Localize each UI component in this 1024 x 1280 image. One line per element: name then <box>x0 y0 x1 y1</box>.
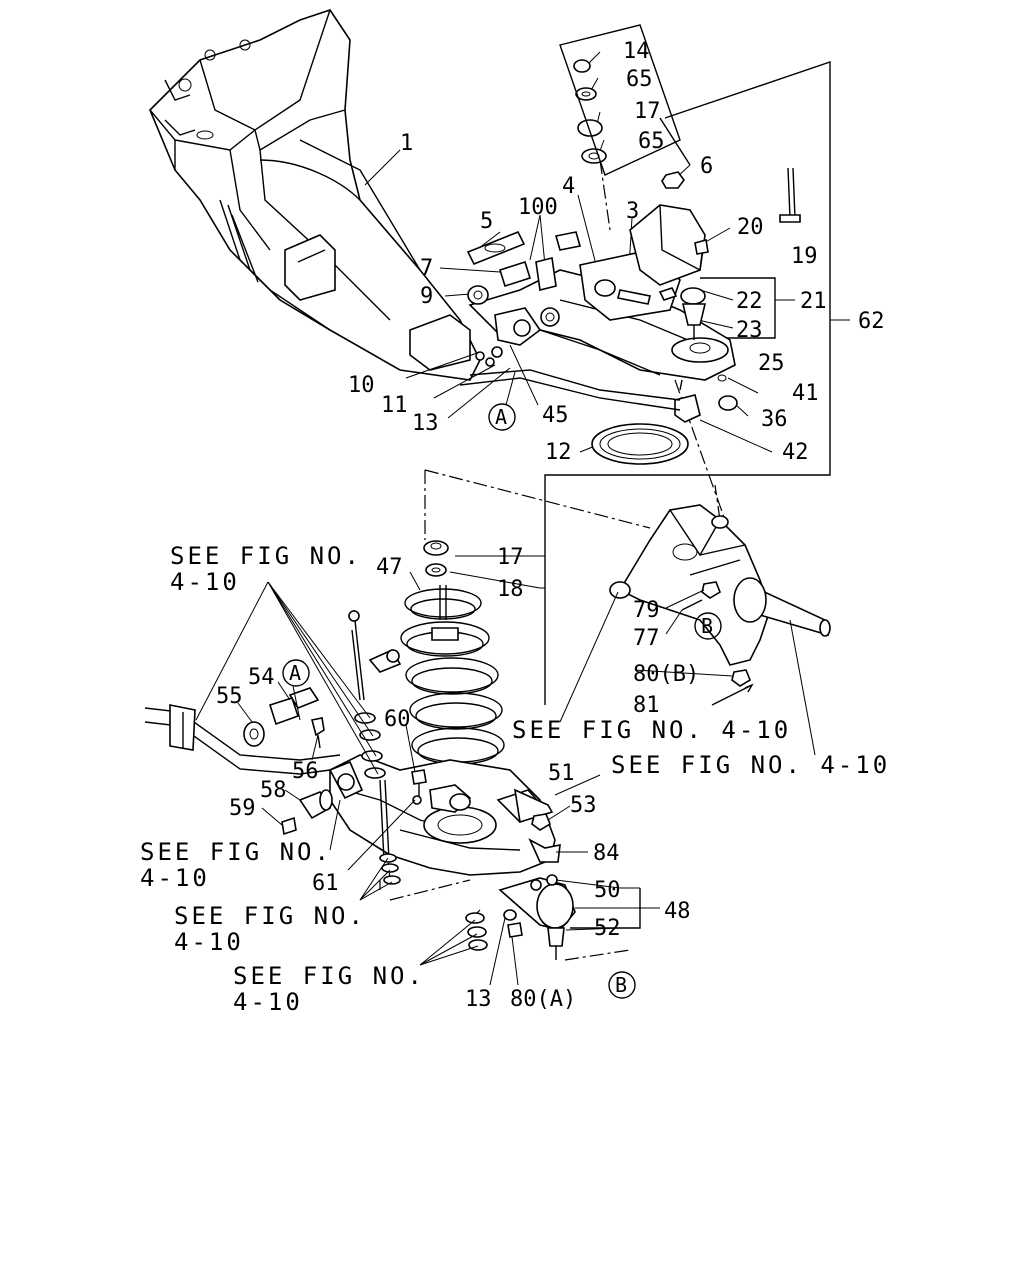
stabilizer-bar <box>144 609 488 951</box>
label-42: 42 <box>782 440 809 465</box>
label-5: 5 <box>480 209 493 234</box>
label-65a: 65 <box>626 67 653 92</box>
ref-circles <box>282 371 722 999</box>
label-6: 6 <box>700 154 713 179</box>
label-58: 58 <box>260 778 287 803</box>
label-4: 4 <box>562 174 575 199</box>
label-13b: 13 <box>465 987 492 1012</box>
label-14: 14 <box>623 39 650 64</box>
label-3: 3 <box>626 199 639 224</box>
label-77: 77 <box>633 626 660 651</box>
coil-spring-shock <box>400 540 505 801</box>
steering-knuckle <box>609 504 831 706</box>
label-17b: 17 <box>497 545 524 570</box>
crossmember-frame <box>149 9 481 381</box>
label-9: 9 <box>420 284 433 309</box>
label-52: 52 <box>594 916 621 941</box>
label-61: 61 <box>312 871 339 896</box>
label-60: 60 <box>384 707 411 732</box>
group-brackets <box>449 61 850 929</box>
label-50: 50 <box>594 878 621 903</box>
label-84: 84 <box>593 841 620 866</box>
label-12: 12 <box>545 440 572 465</box>
label-48: 48 <box>664 899 691 924</box>
label-36: 36 <box>761 407 788 432</box>
label-51: 51 <box>548 761 575 786</box>
label-21: 21 <box>800 289 827 314</box>
label-59: 59 <box>229 796 256 821</box>
label-65b: 65 <box>638 129 665 154</box>
label-100: 100 <box>518 195 558 220</box>
see-fig-note-6b: 4-10 <box>233 988 303 1016</box>
label-47: 47 <box>376 555 403 580</box>
spring-seat <box>591 423 689 465</box>
label-22: 22 <box>736 289 763 314</box>
label-80a: 80(A) <box>510 987 576 1012</box>
label-20: 20 <box>737 215 764 240</box>
label-7: 7 <box>420 256 433 281</box>
ref-a-lower: A <box>289 661 301 685</box>
label-17a: 17 <box>634 99 661 124</box>
label-45: 45 <box>542 403 569 428</box>
label-41: 41 <box>792 381 819 406</box>
ref-b-knuckle: B <box>701 614 713 638</box>
label-54: 54 <box>248 665 275 690</box>
upper-control-arm <box>459 24 801 423</box>
label-55: 55 <box>216 684 243 709</box>
label-1: 1 <box>400 131 413 156</box>
label-11: 11 <box>381 393 408 418</box>
ref-b-lower: B <box>615 973 627 997</box>
label-13a: 13 <box>412 411 439 436</box>
see-fig-note-5a: SEE FIG NO. <box>174 902 366 930</box>
see-fig-note-2: SEE FIG NO. 4-10 <box>512 716 791 744</box>
label-79: 79 <box>633 598 660 623</box>
label-56: 56 <box>292 759 319 784</box>
see-fig-note-6a: SEE FIG NO. <box>233 962 425 990</box>
label-81: 81 <box>633 693 660 718</box>
ref-a-upper: A <box>495 405 507 429</box>
see-fig-note-4b: 4-10 <box>140 864 210 892</box>
label-25: 25 <box>758 351 785 376</box>
label-80b: 80(B) <box>633 662 699 687</box>
see-fig-note-1b: 4-10 <box>170 568 240 596</box>
callout-labels: 1 5 100 4 3 7 9 14 65 17 65 6 20 19 22 2… <box>140 39 890 1016</box>
label-53: 53 <box>570 793 597 818</box>
label-23: 23 <box>736 318 763 343</box>
lower-ball-joint <box>498 874 576 960</box>
lower-control-arm <box>281 754 561 876</box>
label-19: 19 <box>791 244 818 269</box>
label-18: 18 <box>497 577 524 602</box>
label-62: 62 <box>858 309 885 334</box>
see-fig-note-5b: 4-10 <box>174 928 244 956</box>
label-10: 10 <box>348 373 375 398</box>
leader-lines <box>364 51 773 453</box>
see-fig-note-1a: SEE FIG NO. <box>170 542 362 570</box>
see-fig-leaders <box>195 571 816 986</box>
see-fig-note-4a: SEE FIG NO. <box>140 838 332 866</box>
see-fig-note-3: SEE FIG NO. 4-10 <box>611 751 890 779</box>
